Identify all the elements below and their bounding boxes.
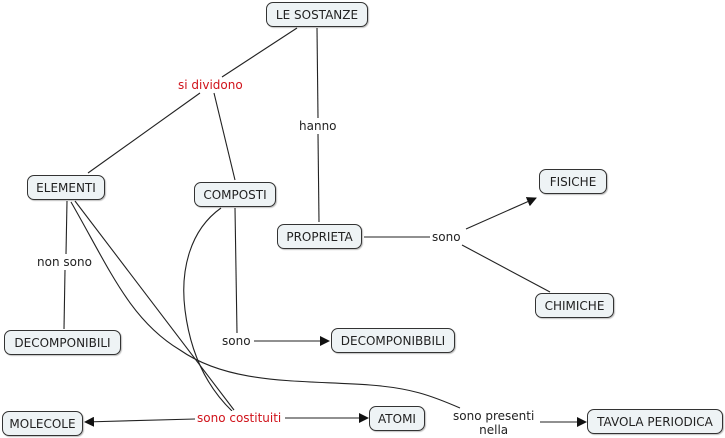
concept-elementi[interactable]: ELEMENTI	[27, 175, 105, 200]
concept-decomponibili[interactable]: DECOMPONIBILI	[4, 330, 121, 355]
link-sono-presenti-nella[interactable]: sono presenti nella	[451, 409, 537, 437]
link-non-sono[interactable]: non sono	[35, 255, 94, 269]
link-hanno[interactable]: hanno	[297, 119, 339, 133]
edge-composti-sono	[234, 207, 238, 334]
concept-proprieta[interactable]: PROPRIETA	[277, 224, 362, 249]
link-sono-proprieta[interactable]: sono	[430, 230, 463, 244]
edge-sostanze-si-dividono	[221, 27, 298, 78]
link-sono-presenti-line2: nella	[479, 423, 509, 437]
link-si-dividono[interactable]: si dividono	[176, 78, 245, 92]
edge-non-sono-decomponibili	[63, 269, 66, 330]
concept-decomponibbili[interactable]: DECOMPONIBBILI	[331, 328, 455, 353]
concept-tavola-periodica[interactable]: TAVOLA PERIODICA	[587, 409, 723, 434]
edge-hanno-proprieta	[317, 133, 320, 223]
edge-sono-costituiti-molecole	[84, 416, 196, 427]
link-sono-composti[interactable]: sono	[220, 334, 253, 348]
edge-sono-fisiche	[465, 197, 537, 230]
edge-sono-chimiche	[461, 244, 551, 293]
edge-elementi-non-sono	[65, 200, 68, 255]
link-sono-costituiti[interactable]: sono costituiti	[195, 411, 284, 425]
edge-si-dividono-composti	[213, 92, 236, 181]
concept-molecole[interactable]: MOLECOLE	[2, 411, 83, 436]
edge-si-dividono-elementi	[87, 92, 201, 174]
concept-atomi[interactable]: ATOMI	[369, 406, 425, 431]
edge-elementi-sono-costituiti	[74, 200, 235, 411]
concept-composti[interactable]: COMPOSTI	[194, 182, 276, 207]
concept-fisiche[interactable]: FISICHE	[539, 169, 607, 194]
edge-sostanze-hanno	[316, 27, 319, 119]
edge-composti-sono-costituiti	[183, 207, 233, 412]
edge-elementi-sono-presenti	[70, 201, 461, 409]
concept-chimiche[interactable]: CHIMICHE	[535, 293, 614, 318]
concept-le-sostanze[interactable]: LE SOSTANZE	[266, 2, 368, 27]
link-sono-presenti-line1: sono presenti	[453, 409, 535, 423]
